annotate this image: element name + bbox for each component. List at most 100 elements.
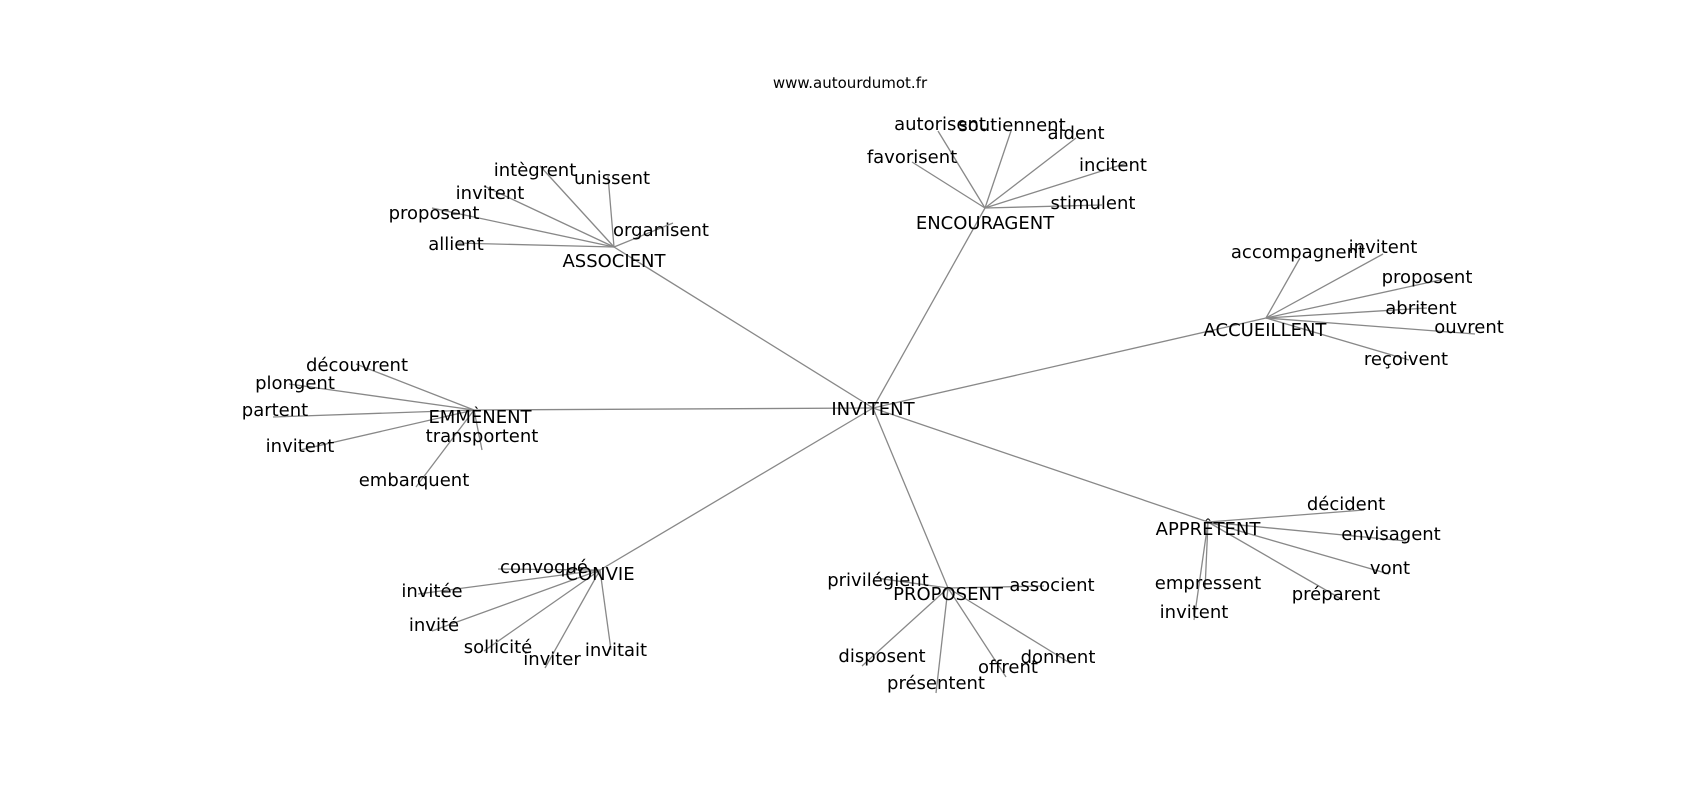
word-label: offrent [978, 657, 1038, 678]
word-label: convoqué [500, 557, 588, 578]
word-label: préparent [1292, 584, 1381, 605]
edge-3-3 [299, 409, 475, 451]
edge-2-5 [1265, 317, 1410, 361]
word-label: abritent [1385, 298, 1456, 319]
word-label: allient [428, 234, 484, 255]
edge-5-2 [431, 569, 601, 632]
group-label: ENCOURAGENT [916, 213, 1055, 234]
word-label: plongent [255, 373, 335, 394]
word-label: inviter [523, 649, 581, 670]
edges [272, 130, 1476, 694]
edge-center-1 [872, 207, 986, 409]
edge-center-5 [599, 407, 874, 571]
word-label: vont [1370, 558, 1410, 579]
word-label: privilégient [827, 570, 929, 591]
word-label: invitent [1349, 237, 1418, 258]
edge-4-2 [1207, 521, 1390, 575]
word-label: stimulent [1051, 193, 1136, 214]
edge-5-0 [497, 568, 601, 571]
word-label: empressent [1155, 573, 1261, 594]
word-label: intègrent [494, 160, 577, 181]
word-label: unissent [574, 168, 650, 189]
edge-1-4 [984, 162, 1128, 209]
edge-2-2 [1265, 277, 1450, 319]
word-label: transportent [426, 426, 539, 447]
word-label: invité [409, 615, 459, 636]
edge-0-4 [613, 222, 674, 248]
group-label: CONVIE [565, 564, 634, 585]
edge-6-2 [861, 587, 949, 667]
word-label: présentent [887, 673, 985, 694]
word-label: ouvrent [1434, 317, 1504, 338]
word-label: organisent [613, 220, 709, 241]
edge-center-2 [872, 317, 1267, 409]
edge-3-2 [272, 409, 475, 418]
edge-0-5 [455, 242, 615, 248]
word-label: invitait [585, 640, 647, 661]
edge-center-0 [613, 246, 874, 409]
word-label: associent [1009, 575, 1094, 596]
edge-6-5 [947, 587, 1007, 678]
word-label: favorisent [867, 147, 957, 168]
edge-4-3 [1204, 521, 1209, 591]
edge-3-4 [473, 409, 483, 451]
source-url: www.autourdumot.fr [773, 74, 928, 92]
word-label: donnent [1021, 647, 1096, 668]
edge-6-1 [947, 585, 1045, 589]
edge-0-2 [483, 185, 615, 248]
word-label: accompagnent [1231, 242, 1365, 263]
group-label: EMMÈNENT [428, 406, 532, 428]
center-node: INVITENT [831, 399, 915, 420]
word-label: proposent [1382, 267, 1473, 288]
edge-1-1 [984, 130, 1012, 209]
edge-1-2 [984, 137, 1077, 209]
edge-1-3 [911, 161, 986, 209]
word-label: partent [242, 400, 308, 421]
edge-4-0 [1207, 509, 1365, 523]
word-label: reçoivent [1364, 349, 1448, 370]
edge-center-6 [872, 407, 949, 589]
group-label: ASSOCIENT [562, 251, 666, 272]
word-label: aident [1048, 123, 1105, 144]
edge-2-3 [1265, 307, 1428, 319]
edge-4-5 [1193, 521, 1209, 621]
word-label: incitent [1079, 155, 1147, 176]
word-label: proposent [389, 203, 480, 224]
word-label: envisagent [1341, 524, 1441, 545]
edge-0-0 [539, 165, 615, 248]
word-label: invitent [266, 436, 335, 457]
word-label: sollicité [464, 637, 532, 658]
edge-center-3 [473, 407, 874, 411]
edge-6-0 [875, 577, 949, 589]
edge-1-0 [937, 130, 986, 209]
edge-5-1 [417, 569, 601, 595]
group-4: décident envisagent vont empressent préparen… [1155, 494, 1441, 623]
word-label: décident [1307, 494, 1385, 515]
word-label: soutiennent [958, 115, 1065, 136]
edge-2-1 [1265, 253, 1384, 319]
edge-4-1 [1207, 521, 1407, 542]
group-label: ACCUEILLENT [1204, 320, 1328, 341]
edge-5-3 [483, 569, 601, 652]
edge-2-0 [1265, 257, 1301, 319]
edge-2-4 [1265, 317, 1476, 335]
edge-5-5 [599, 569, 612, 651]
edge-6-3 [947, 587, 1071, 664]
edge-3-1 [288, 383, 475, 411]
word-label: invitent [1160, 602, 1229, 623]
edge-1-5 [984, 204, 1103, 209]
group-0: intègrentunissentinvitentproposentorgani… [389, 160, 709, 272]
edge-3-0 [355, 363, 475, 411]
word-label: invitée [401, 581, 462, 602]
word-label: découvrent [306, 355, 408, 376]
word-label: embarquent [359, 470, 470, 491]
group-label: APPRÊTENT [1156, 518, 1262, 540]
edge-center-4 [872, 407, 1209, 523]
edge-0-1 [607, 175, 615, 248]
word-label: autorisent [894, 114, 986, 135]
